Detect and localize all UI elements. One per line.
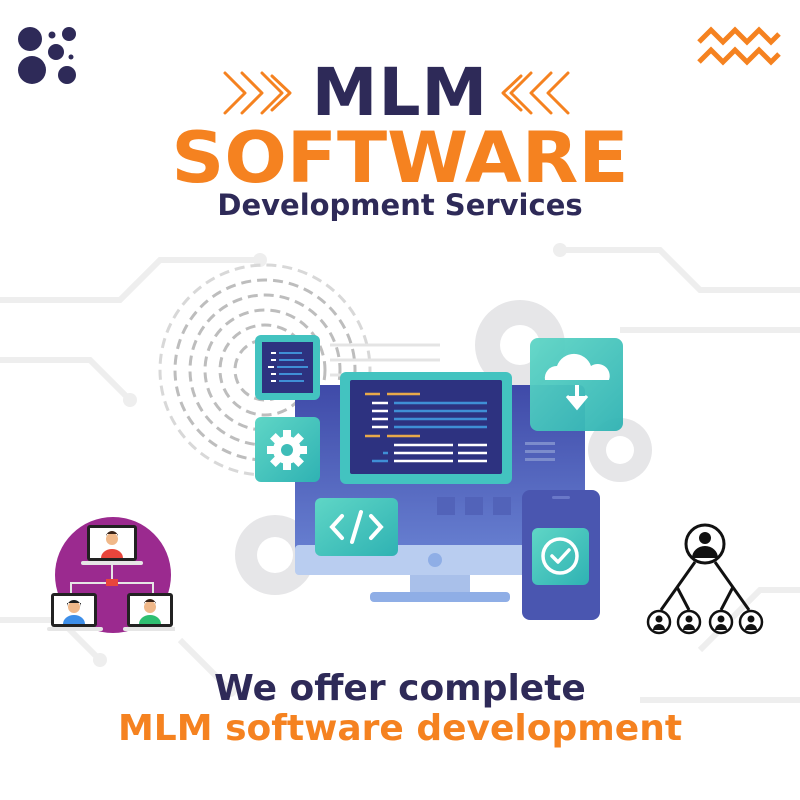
smartphone-icon bbox=[522, 490, 600, 620]
chevrons-left-icon bbox=[501, 71, 570, 115]
team-network-icon bbox=[47, 517, 175, 633]
title-software: SOFTWARE bbox=[171, 117, 629, 199]
cloud-download-icon bbox=[530, 338, 623, 431]
subtitle: Development Services bbox=[217, 188, 583, 222]
illustration-monitor bbox=[255, 335, 623, 620]
title-mlm: MLM bbox=[311, 54, 489, 131]
code-brackets-icon bbox=[315, 498, 398, 556]
footer-line-1: We offer complete bbox=[214, 668, 586, 709]
gear-icon bbox=[255, 417, 320, 482]
zigzag-waves-icon bbox=[697, 26, 781, 66]
code-document-icon bbox=[255, 335, 320, 400]
chevrons-right-icon bbox=[223, 71, 292, 115]
mlm-hierarchy-icon bbox=[646, 523, 764, 635]
dots-logo-icon bbox=[18, 27, 76, 84]
footer-line-2: MLM software development bbox=[117, 708, 683, 749]
